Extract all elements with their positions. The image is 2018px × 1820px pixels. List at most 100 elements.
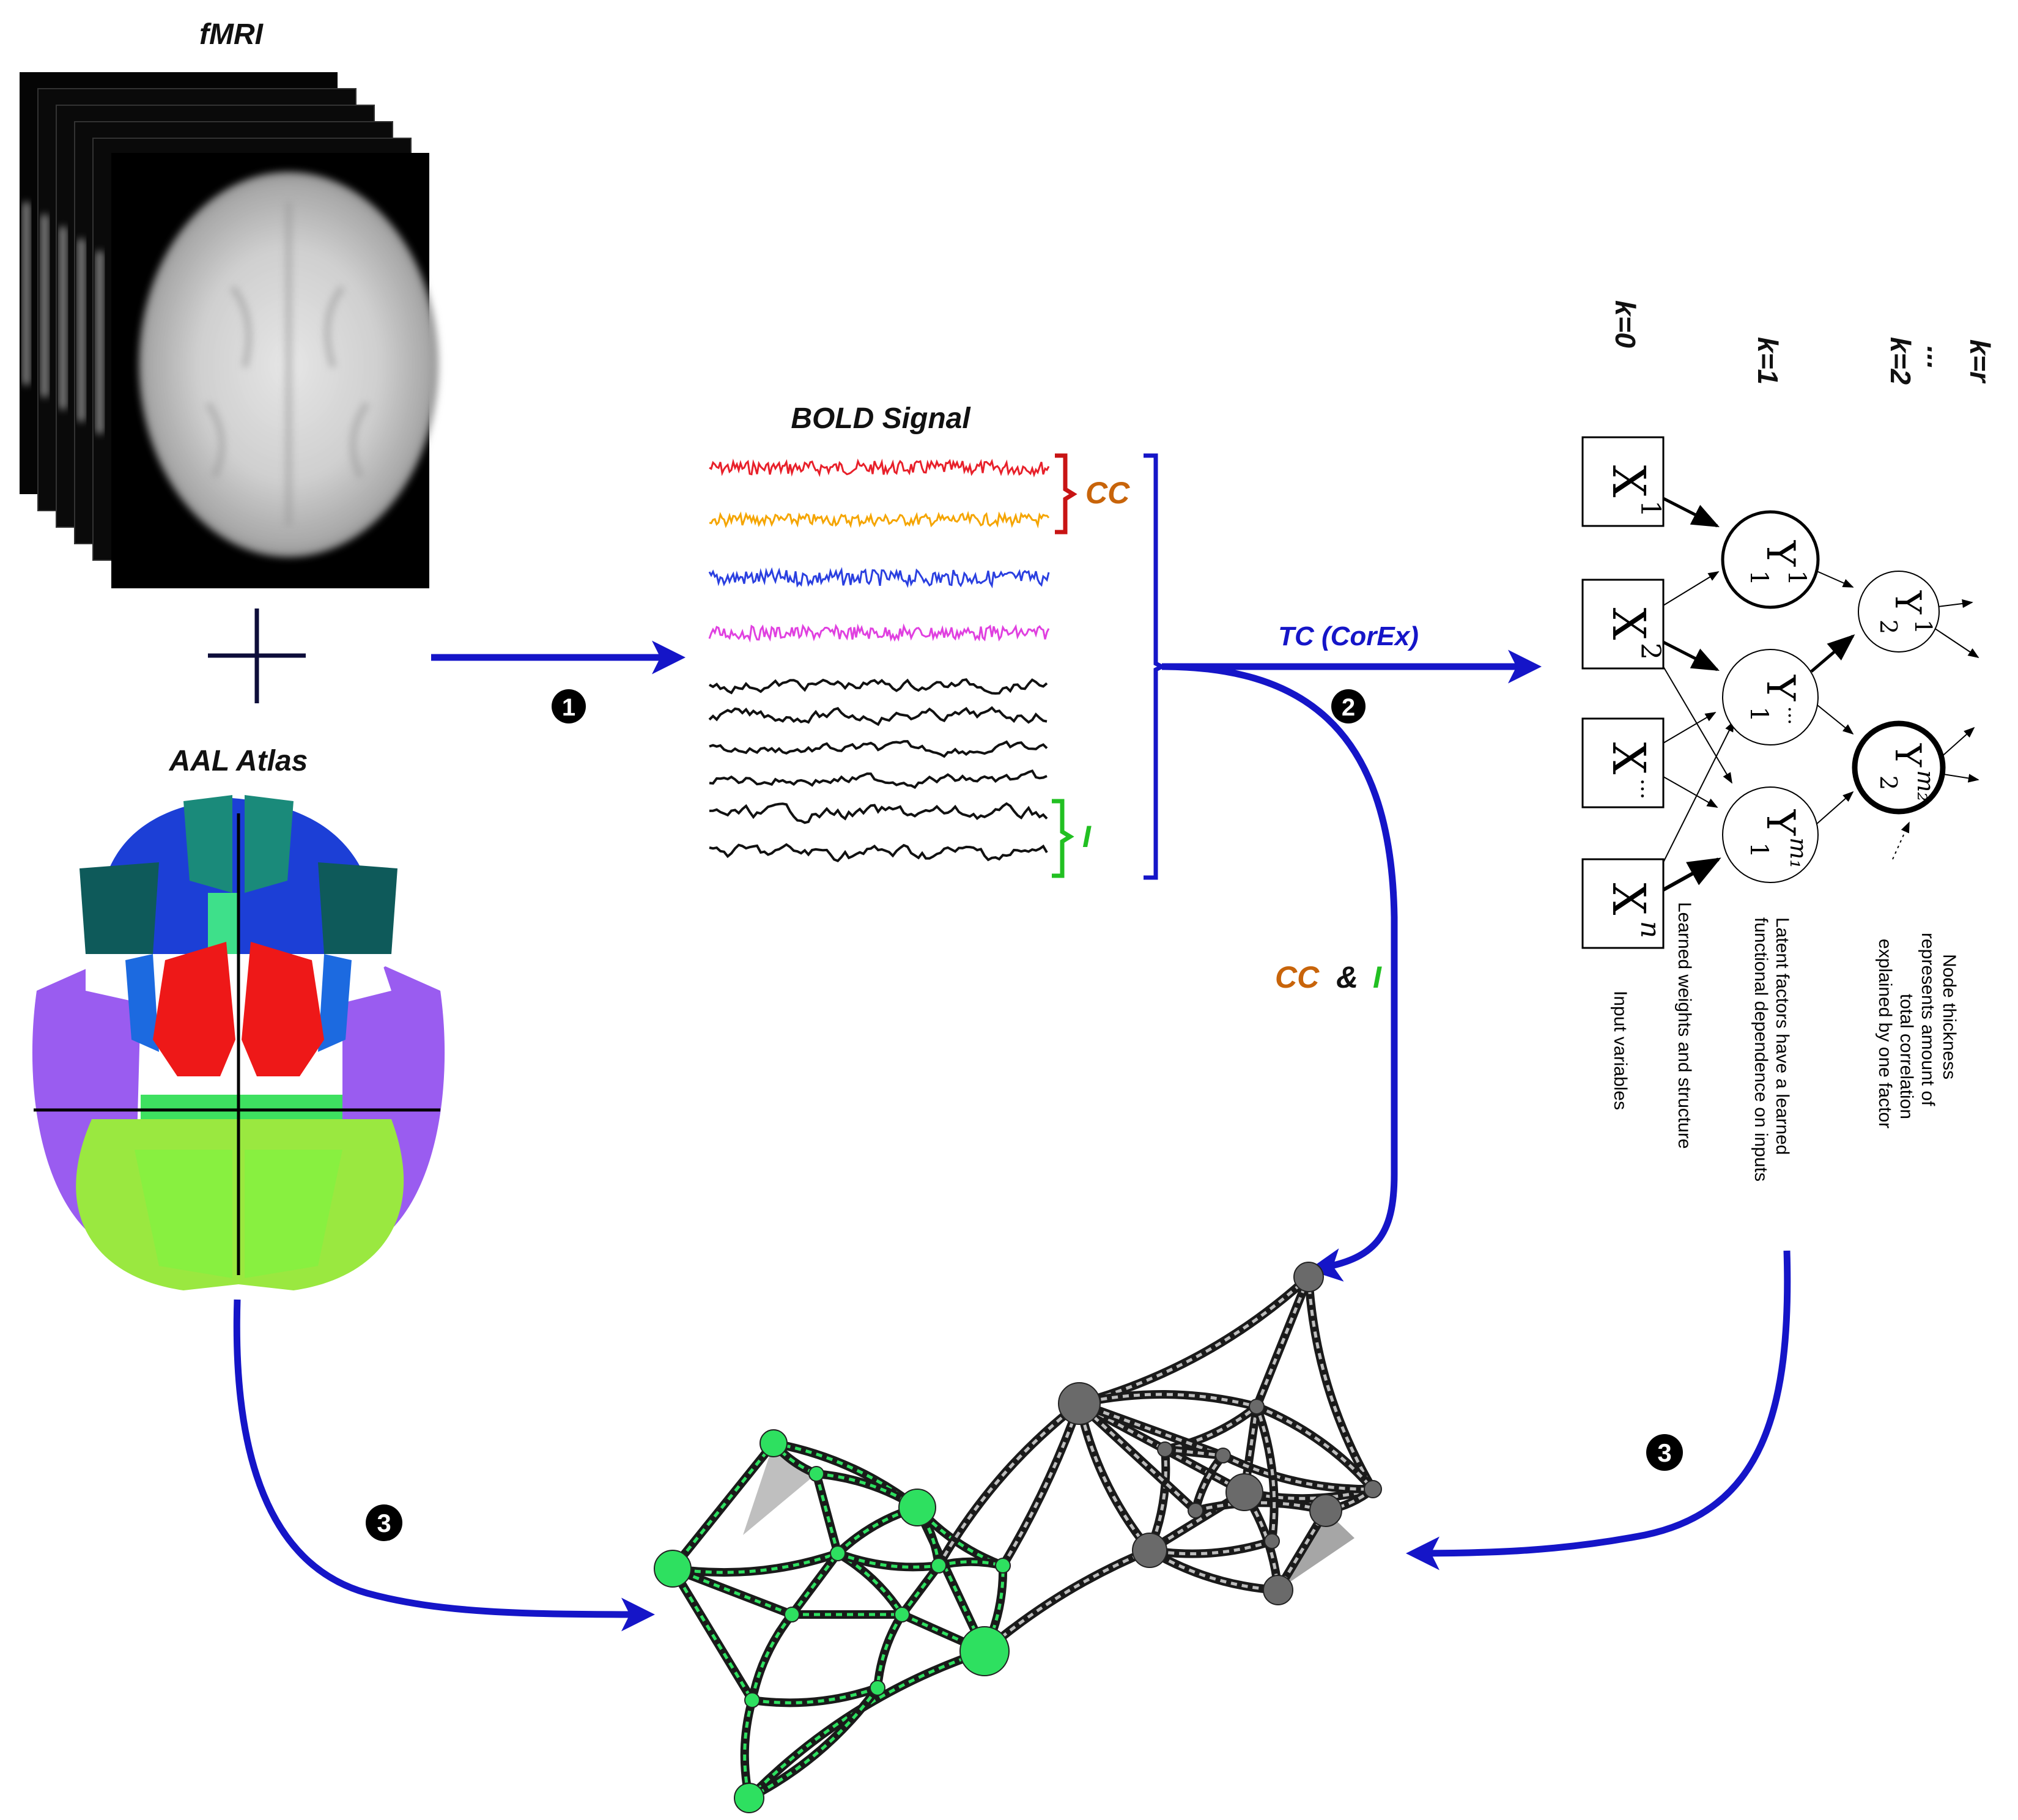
svg-text:X: X — [1602, 465, 1655, 498]
network-node-gray-2 — [1249, 1399, 1265, 1415]
corex-latent-y1-dots: Y 1 ... — [1722, 649, 1819, 745]
note-latent-line2: functional dependence on inputs — [1751, 917, 1771, 1182]
signal-trace-black-6 — [709, 843, 1048, 863]
network-edge-green-8-highlight — [743, 1700, 754, 1799]
network-edge-green-17 — [873, 1612, 906, 1689]
network-node-green-6 — [744, 1692, 760, 1708]
network-edge-gray-20-highlight — [1255, 1406, 1276, 1542]
svg-text:3: 3 — [1657, 1438, 1671, 1467]
fmri-label: fMRI — [199, 18, 264, 51]
corex-latent-y1-m1: Y 1 m₁ — [1722, 786, 1819, 883]
svg-text:1: 1 — [1745, 570, 1773, 585]
step1-badge: 1 — [552, 689, 586, 723]
network-edge-gray-17-highlight — [1222, 1454, 1373, 1491]
svg-text:2: 2 — [1342, 694, 1355, 721]
network-node-gray-9 — [1215, 1448, 1231, 1463]
step2-badge: 2 — [1331, 689, 1366, 723]
network-edge-gray-0-highlight — [1079, 1276, 1310, 1405]
network-node-green-12 — [931, 1558, 947, 1574]
cc-bracket — [1055, 453, 1077, 535]
svg-text:...: ... — [1636, 779, 1661, 799]
bold-signal-traces — [708, 458, 1050, 863]
network-nodes — [654, 1262, 1382, 1813]
network-edge-gray-5-highlight — [1077, 1403, 1151, 1552]
svg-text:k=r: k=r — [1964, 339, 1996, 383]
network-node-green-11 — [784, 1607, 800, 1622]
network-edge-bridge-2-highlight — [983, 1548, 1150, 1652]
network-edge-green-9-highlight — [748, 1649, 985, 1799]
network-node-green-4 — [830, 1545, 846, 1561]
network-edge-gray-2-highlight — [1307, 1276, 1375, 1490]
network-node-gray-1 — [1058, 1382, 1101, 1425]
network-edge-gray-6-highlight — [1256, 1405, 1374, 1490]
note-learned-weights: Learned weights and structure — [1674, 902, 1695, 1149]
network-edge-green-5-highlight — [672, 1552, 838, 1574]
network-edge-green-23-highlight — [837, 1552, 939, 1569]
network-edge-gray-3 — [1078, 1390, 1258, 1411]
svg-text:Y: Y — [1757, 675, 1803, 701]
svg-text:1: 1 — [562, 694, 575, 721]
network-edge-green-4 — [812, 1473, 842, 1555]
corex-input-xn: X n — [1581, 858, 1666, 949]
svg-text:X: X — [1602, 608, 1655, 640]
i-label: I — [1082, 819, 1092, 854]
note-input-variables: Input variables — [1610, 991, 1630, 1110]
corex-latent-y1-1: Y 1 1 — [1721, 510, 1820, 609]
svg-text:Y: Y — [1757, 809, 1803, 836]
network-node-green-1 — [898, 1489, 936, 1526]
network-node-green-10 — [870, 1680, 885, 1696]
network-edge-green-7-highlight — [671, 1567, 754, 1701]
svg-text:...: ... — [1921, 346, 1953, 369]
step3-left-badge: 3 — [366, 1504, 402, 1541]
note-node-line3: total correlation — [1896, 994, 1916, 1119]
svg-text:k=1: k=1 — [1752, 337, 1784, 385]
svg-text:1: 1 — [1783, 570, 1811, 585]
svg-text:3: 3 — [377, 1509, 391, 1537]
svg-text:n: n — [1635, 921, 1666, 938]
svg-text:Y: Y — [1887, 743, 1929, 768]
svg-text:1: 1 — [1910, 620, 1937, 634]
i-bracket — [1052, 799, 1074, 878]
fmri-stack — [20, 72, 438, 588]
network-node-green-7 — [734, 1783, 764, 1813]
network-edge-green-15-highlight — [837, 1552, 904, 1616]
aal-atlas-label: AAL Atlas — [169, 745, 308, 777]
svg-text:CC: CC — [1275, 960, 1320, 994]
network-edge-green-24-highlight — [752, 1686, 878, 1704]
network-node-gray-4 — [1364, 1480, 1382, 1498]
arrow-step3-left — [233, 1299, 655, 1632]
svg-text:k=0: k=0 — [1610, 300, 1641, 348]
signal-trace-blue — [708, 567, 1050, 589]
svg-text:2: 2 — [1635, 643, 1666, 660]
signal-trace-magenta — [708, 623, 1050, 643]
corex-layer-labels: k=0 k=1 k=2 ... k=r — [1610, 300, 1996, 385]
signal-trace-black-1 — [709, 678, 1048, 695]
network-edge-gray-21-highlight — [1149, 1539, 1273, 1556]
network-edge-green-18-highlight — [748, 1687, 879, 1800]
bold-signal-label: BOLD Signal — [791, 402, 971, 435]
network-edge-green-25-highlight — [791, 1552, 839, 1616]
network-edge-green-10-highlight — [915, 1506, 986, 1652]
network-node-gray-6 — [1132, 1533, 1167, 1568]
network-edge-bridge-1-highlight — [1001, 1403, 1081, 1567]
corex-input-x2: X 2 — [1581, 579, 1666, 670]
cc-label: CC — [1085, 476, 1130, 510]
signal-trace-black-2 — [708, 706, 1048, 727]
signal-trace-red — [709, 458, 1050, 478]
plus-icon — [208, 609, 306, 703]
step3-right-badge: 3 — [1646, 1434, 1683, 1471]
corex-notes: Input variables Learned weights and stru… — [1610, 902, 1959, 1182]
svg-text:Y: Y — [1757, 540, 1803, 567]
network-edge-gray-1-highlight — [1255, 1276, 1310, 1407]
network-edge-green-1-highlight — [671, 1442, 775, 1570]
network-edge-green-14 — [748, 1611, 796, 1701]
network-node-gray-3 — [1225, 1473, 1263, 1511]
all-signals-bracket — [1144, 453, 1167, 880]
note-node-line2: represents amount of — [1918, 933, 1938, 1106]
svg-text:Y: Y — [1887, 590, 1929, 615]
signal-trace-black-4 — [709, 769, 1048, 790]
network-node-gray-7 — [1263, 1575, 1293, 1605]
note-latent-line1: Latent factors have a learned — [1772, 917, 1792, 1155]
